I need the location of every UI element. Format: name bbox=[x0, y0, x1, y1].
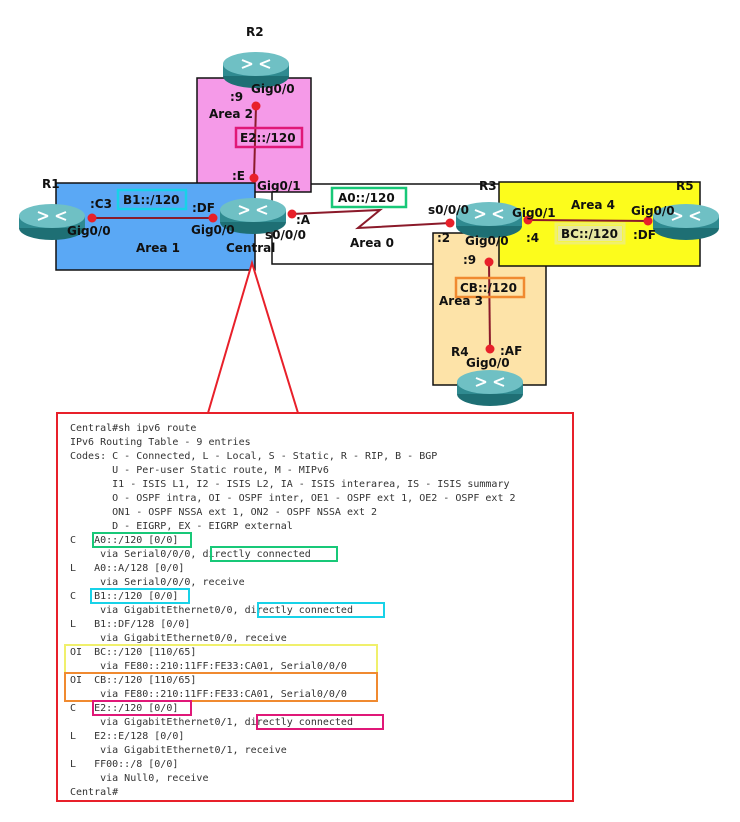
router-r3-name: R3 bbox=[479, 179, 497, 193]
hl-bc-route bbox=[64, 644, 378, 674]
area-0-label: Area 0 bbox=[350, 236, 394, 250]
if-r4-gig00: Gig0/0 bbox=[466, 356, 510, 370]
router-r4-name: R4 bbox=[451, 345, 469, 359]
link-central-r3-serial bbox=[291, 208, 451, 230]
hl-e2-route bbox=[92, 700, 192, 716]
router-r4-icon[interactable] bbox=[457, 370, 523, 406]
hl-b1-connected bbox=[257, 602, 385, 618]
router-r5-icon[interactable] bbox=[653, 204, 719, 240]
callout-pointer bbox=[206, 259, 300, 414]
if-central-a: :A bbox=[296, 213, 311, 227]
hl-a0-connected bbox=[210, 546, 338, 562]
prefix-b1-label: B1::/120 bbox=[123, 193, 180, 207]
if-r1-c3: :C3 bbox=[90, 197, 112, 211]
prefix-cb-box bbox=[454, 276, 526, 299]
area-4-label: Area 4 bbox=[571, 198, 615, 212]
area-1-box bbox=[55, 182, 256, 271]
router-central-name: Central bbox=[226, 241, 275, 255]
if-r3-gig01: Gig0/1 bbox=[512, 206, 556, 220]
link-r2-central bbox=[253, 105, 257, 179]
if-r4-af: :AF bbox=[500, 344, 522, 358]
prefix-bc-box bbox=[554, 222, 626, 245]
if-r2-9: :9 bbox=[230, 90, 243, 104]
prefix-e2-label: E2::/120 bbox=[240, 131, 296, 145]
if-r2-gig00: Gig0/0 bbox=[251, 82, 295, 96]
if-central-gig00: Gig0/0 bbox=[191, 223, 235, 237]
if-r1-gig00: Gig0/0 bbox=[67, 224, 111, 238]
if-central-df: :DF bbox=[192, 201, 215, 215]
hl-b1-route bbox=[90, 588, 190, 604]
prefix-e2-box bbox=[234, 126, 304, 149]
hl-e2-connected bbox=[256, 714, 384, 730]
area-2-label: Area 2 bbox=[209, 107, 253, 121]
if-central-gig01: Gig0/1 bbox=[257, 179, 301, 193]
router-central-icon[interactable] bbox=[220, 198, 286, 234]
if-r3-4: :4 bbox=[526, 231, 539, 245]
console-output: Central#sh ipv6 route IPv6 Routing Table… bbox=[70, 423, 516, 798]
if-r4-9: :9 bbox=[463, 253, 476, 267]
router-r1-icon[interactable] bbox=[19, 204, 85, 240]
if-r3-2: :2 bbox=[437, 231, 450, 245]
prefix-bc-box-inner bbox=[558, 226, 622, 241]
if-r3-s000: s0/0/0 bbox=[428, 203, 469, 217]
prefix-bc-label: BC::/120 bbox=[561, 227, 618, 241]
prefix-a0-box bbox=[330, 186, 408, 209]
router-r1-name: R1 bbox=[42, 177, 60, 191]
link-r3-r4 bbox=[488, 261, 491, 350]
router-r2-name: R2 bbox=[246, 25, 264, 39]
if-central-e: :E bbox=[232, 169, 245, 183]
area-1-label: Area 1 bbox=[136, 241, 180, 255]
if-r3-gig00: Gig0/0 bbox=[465, 234, 509, 248]
if-central-s000: s0/0/0 bbox=[265, 228, 306, 242]
console-window: Central#sh ipv6 route IPv6 Routing Table… bbox=[56, 412, 574, 802]
prefix-b1-box bbox=[116, 188, 188, 211]
router-r2-icon[interactable] bbox=[223, 52, 289, 88]
prefix-cb-label: CB::/120 bbox=[460, 281, 517, 295]
hl-a0-route bbox=[92, 532, 192, 548]
hl-cb-route bbox=[64, 672, 378, 702]
if-r5-df: :DF bbox=[633, 228, 656, 242]
interface-dots bbox=[87, 101, 653, 354]
if-r5-gig00: Gig0/0 bbox=[631, 204, 675, 218]
router-r3-icon[interactable] bbox=[456, 202, 522, 238]
link-r3-r5 bbox=[527, 219, 649, 222]
area-3-label: Area 3 bbox=[439, 294, 483, 308]
prefix-a0-label: A0::/120 bbox=[338, 191, 395, 205]
router-r5-name: R5 bbox=[676, 179, 694, 193]
